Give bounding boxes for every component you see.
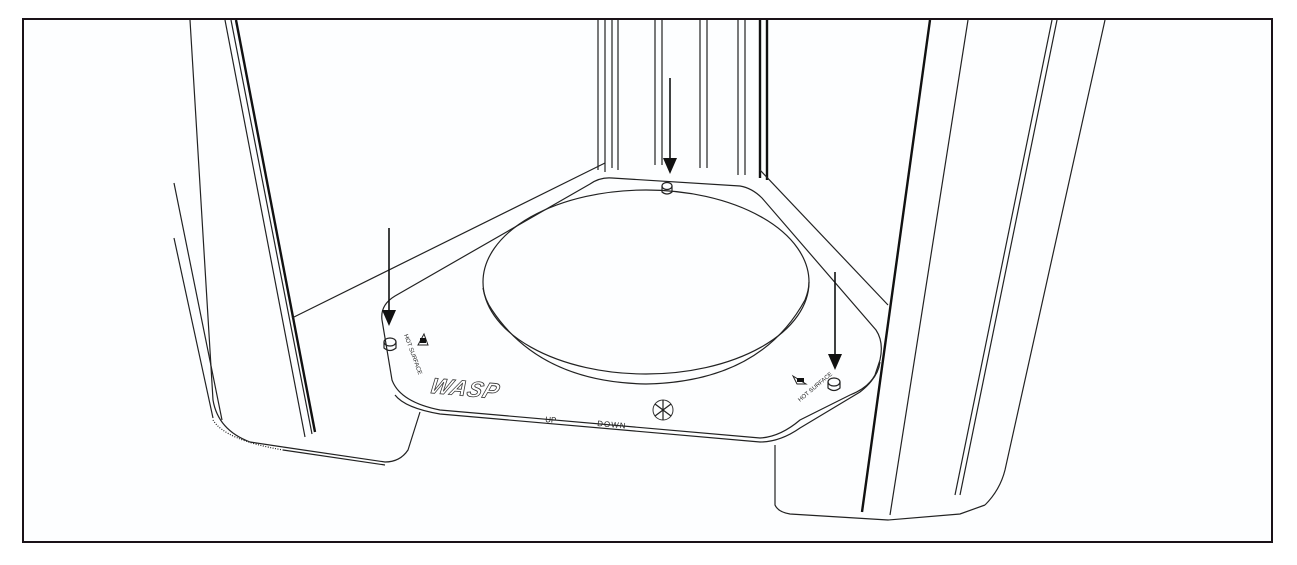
down-label: DOWN [597,419,627,431]
arrow-left [382,228,396,326]
build-platform-disc [482,189,810,385]
hot-surface-label-left: HOT SURFACE [402,334,422,376]
leveling-knob-left [383,337,397,352]
wasp-logo-emblem [652,399,674,421]
diagram-frame [22,18,1273,543]
warning-hot-icon [791,374,808,385]
up-label: UP [545,415,557,425]
arrow-right [828,272,842,370]
wasp-logo: WASP [427,374,504,404]
warning-hot-icon [417,332,429,346]
build-plate [381,177,882,443]
leveling-knob-right [827,377,841,392]
arrow-back [663,78,677,174]
left-column [173,19,421,466]
back-upright-rails [597,20,769,180]
leveling-knob-back [661,181,673,195]
frame-left-diagonal [291,162,606,319]
right-column [774,19,1106,521]
frame-right-diagonal [759,169,889,306]
